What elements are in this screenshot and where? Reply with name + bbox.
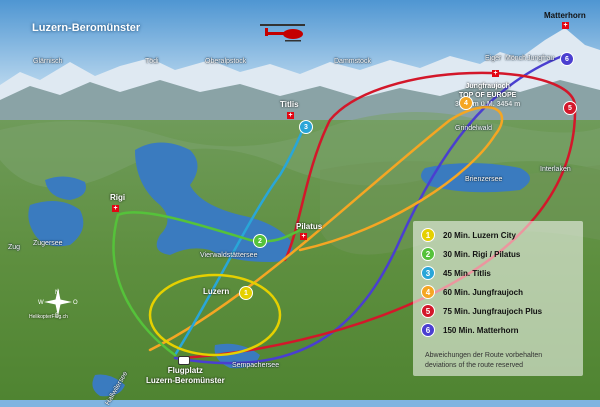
legend-badge-5: 5 xyxy=(421,304,435,318)
compass-s: S xyxy=(55,313,59,318)
jungfraujoch-line1: Jungfraujoch xyxy=(465,83,510,90)
compass-icon: N S W O xyxy=(38,288,78,318)
legend-badge-3: 3 xyxy=(421,266,435,280)
legend-label-6: 150 Min. Matterhorn xyxy=(443,325,519,335)
jungfraujoch-label: Jungfraujoch TOP OF EUROPE 3454 m ü.M. 3… xyxy=(455,82,520,109)
airport-line2: Luzern-Beromünster xyxy=(146,376,225,385)
routes xyxy=(112,53,577,365)
label-titlis: Titlis xyxy=(280,100,299,109)
website-label: HelikopterFlug.ch xyxy=(29,314,68,320)
legend-item-1[interactable]: 1 20 Min. Luzern City xyxy=(421,227,516,243)
lake-zugersee xyxy=(28,201,84,247)
lake-brienzersee xyxy=(421,163,530,193)
legend-badge-4: 4 xyxy=(421,285,435,299)
map-title: Luzern-Beromünster xyxy=(32,22,141,34)
route-badge-6: 6 xyxy=(560,52,574,66)
helicopter-icon xyxy=(260,24,305,42)
swiss-cross-icon: + xyxy=(300,233,307,240)
legend-badge-6: 6 xyxy=(421,323,435,337)
legend-label-1: 20 Min. Luzern City xyxy=(443,230,516,240)
label-interlaken: Interlaken xyxy=(540,166,571,173)
label-pilatus: Pilatus xyxy=(296,222,323,231)
lake-alp xyxy=(45,176,86,200)
legend-item-5[interactable]: 5 75 Min. Jungfraujoch Plus xyxy=(421,303,542,319)
compass-w: W xyxy=(38,300,44,306)
lake-hallwilersee xyxy=(92,374,125,397)
legend-label-2: 30 Min. Rigi / Pilatus xyxy=(443,249,521,259)
label-eiger: Eiger xyxy=(485,55,502,62)
route-badge-1: 1 xyxy=(239,286,253,300)
route-legend: 1 20 Min. Luzern City 2 30 Min. Rigi / P… xyxy=(413,221,583,376)
route-5-jungfraujoch-plus xyxy=(178,71,577,360)
legend-label-4: 60 Min. Jungfraujoch xyxy=(443,287,524,297)
legend-item-6[interactable]: 6 150 Min. Matterhorn xyxy=(421,322,519,338)
label-grindelwald: Grindelwald xyxy=(455,125,492,132)
jungfraujoch-line3: 3454 m ü.M. 3454 m xyxy=(455,101,521,108)
compass-e: O xyxy=(73,300,78,306)
swiss-cross-icon: + xyxy=(287,112,294,119)
route-2-rigi-pilatus xyxy=(112,211,302,357)
legend-item-2[interactable]: 2 30 Min. Rigi / Pilatus xyxy=(421,246,520,262)
label-oberalpstock: Oberalpstock xyxy=(205,58,247,65)
label-dammstock: Dammstock xyxy=(334,58,371,65)
route-3-titlis xyxy=(173,123,307,357)
legend-label-5: 75 Min. Jungfraujoch Plus xyxy=(443,306,543,316)
route-6-matterhorn xyxy=(173,53,567,365)
route-1-luzern-city xyxy=(148,273,282,357)
label-vierwaldstaettersee: Vierwaldstättersee xyxy=(200,252,258,259)
legend-label-3: 45 Min. Titlis xyxy=(443,268,491,278)
airport-label: Flugplatz Luzern-Beromünster xyxy=(146,366,225,386)
label-rigi: Rigi xyxy=(110,193,126,202)
label-jungfrau: Jungfrau xyxy=(527,55,555,62)
legend-note-de: Abweichungen der Route vorbehalten xyxy=(425,352,543,359)
compass-n: N xyxy=(55,290,59,296)
route-4-jungfraujoch xyxy=(148,105,504,352)
route-badge-2: 2 xyxy=(253,234,267,248)
jungfraujoch-line2: TOP OF EUROPE xyxy=(459,92,517,99)
label-zug: Zug xyxy=(8,244,21,251)
label-glaernisch: Glärnisch xyxy=(33,58,63,65)
legend-item-3[interactable]: 3 45 Min. Titlis xyxy=(421,265,491,281)
airport-line1: Flugplatz xyxy=(167,366,203,375)
label-zugersee: Zugersee xyxy=(33,240,63,247)
legend-badge-1: 1 xyxy=(421,228,435,242)
heliport-icon xyxy=(178,356,190,365)
legend-note-en: deviations of the route reserved xyxy=(425,362,524,369)
swiss-cross-icon: + xyxy=(562,22,569,29)
route-badge-5: 5 xyxy=(563,101,577,115)
label-sempachersee: Sempachersee xyxy=(232,362,280,369)
label-matterhorn: Matterhorn xyxy=(544,11,586,20)
swiss-cross-icon: + xyxy=(492,70,499,77)
route-badge-4: 4 xyxy=(459,96,473,110)
label-toedi: Tödi xyxy=(145,58,159,65)
legend-item-4[interactable]: 4 60 Min. Jungfraujoch xyxy=(421,284,523,300)
lake-vierwaldstaettersee xyxy=(135,142,293,262)
swiss-cross-icon: + xyxy=(112,205,119,212)
label-luzern: Luzern xyxy=(203,287,230,296)
label-brienzersee: Brienzersee xyxy=(465,176,503,183)
route-badge-3: 3 xyxy=(299,120,313,134)
legend-badge-2: 2 xyxy=(421,247,435,261)
label-moench: Mönch xyxy=(505,55,527,62)
